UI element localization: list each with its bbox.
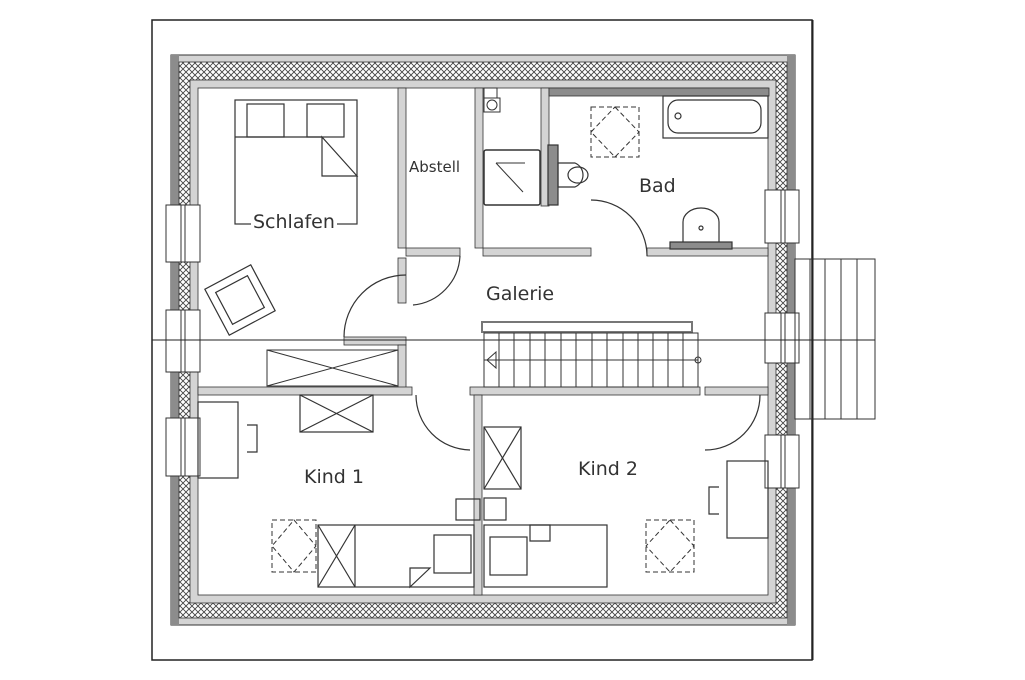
kind2-furniture [483, 426, 769, 588]
shower [483, 149, 541, 206]
gallery-staircase [481, 321, 702, 388]
skylights [271, 106, 695, 573]
doors [343, 199, 761, 451]
room-label-kind2: Kind 2 [578, 458, 638, 480]
armchair [204, 264, 276, 336]
room-label-bad: Bad [639, 175, 676, 197]
washbasin [669, 207, 733, 250]
washer [483, 87, 501, 113]
kind1-furniture [197, 394, 481, 589]
bathtub [662, 95, 769, 139]
room-label-galerie: Galerie [486, 283, 555, 305]
windows [165, 189, 800, 489]
storage-cabinet [266, 349, 399, 387]
exterior-walls [170, 54, 796, 626]
toilet [547, 144, 589, 206]
room-label-abstell: Abstell [409, 158, 461, 176]
room-label-schlafen: Schlafen [251, 211, 337, 233]
room-label-kind1: Kind 1 [304, 466, 364, 488]
